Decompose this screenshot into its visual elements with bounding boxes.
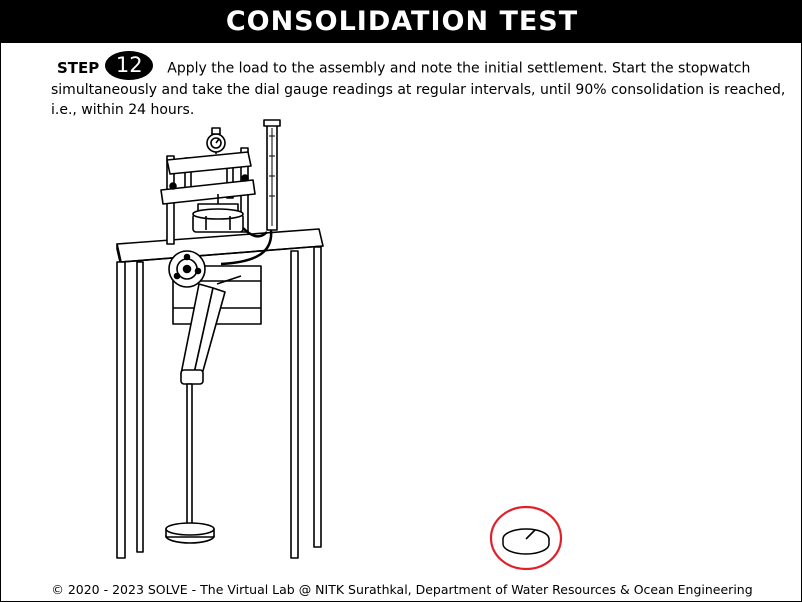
page-title: CONSOLIDATION TEST: [225, 6, 579, 37]
copyright-footer: © 2020 - 2023 SOLVE - The Virtual Lab @ …: [51, 582, 753, 597]
stopwatch-icon[interactable]: [488, 504, 564, 572]
step-instruction-text: Apply the load to the assembly and note …: [51, 60, 786, 119]
step-number-badge: 12: [105, 51, 154, 80]
stopwatch-highlight-ring: [489, 505, 563, 571]
consolidation-apparatus-icon: [116, 119, 324, 559]
step-label: STEP: [57, 58, 100, 77]
title-bar: CONSOLIDATION TEST: [1, 1, 801, 43]
